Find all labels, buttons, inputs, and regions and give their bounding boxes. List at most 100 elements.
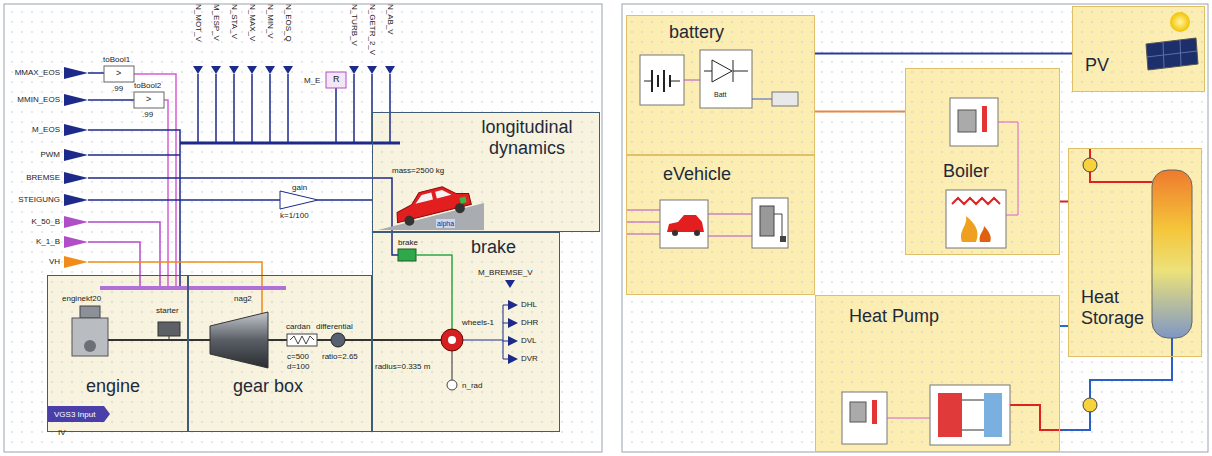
input-connector (64, 67, 88, 79)
wheel-symbol (505, 280, 515, 288)
input-connector (64, 124, 88, 136)
signal-label: radius=0.335 m (375, 362, 430, 372)
region-title: brake (471, 237, 516, 258)
evehicle-symbol (694, 230, 700, 236)
evehicle-symbol (626, 198, 788, 248)
region-title: gear box (233, 376, 303, 397)
signal-label: M_EOS (32, 125, 60, 135)
output-connector (211, 66, 221, 74)
heatpump-symbol (930, 385, 1010, 445)
signal-label: differential (316, 322, 353, 332)
wheel-symbol (508, 300, 518, 310)
signal-wire (88, 73, 400, 313)
engine-symbol (72, 306, 210, 356)
wheel-symbol (508, 336, 518, 346)
signal-label: STEIGUNG (18, 195, 60, 205)
connector-line (815, 53, 1072, 55)
engine-symbol (108, 339, 210, 341)
signal-label: k=1/100 (280, 211, 309, 221)
signal-wire (88, 242, 140, 288)
input-tab (48, 406, 110, 422)
signal-label: ratio=2.65 (322, 352, 358, 362)
region-box: Heat Storage (1068, 148, 1202, 357)
panel-ground (622, 4, 1208, 452)
signal-label: brake (398, 238, 418, 248)
evehicle-symbol (660, 200, 708, 248)
region-box: brake (372, 232, 560, 432)
vehicle-drawing (403, 215, 415, 227)
signal-label: M_ESP_V (211, 4, 221, 41)
gearbox-symbol (287, 334, 317, 346)
battery-symbol (772, 92, 798, 106)
signal-label: N_TURB_V (349, 4, 359, 46)
battery-symbol (712, 60, 732, 82)
wheel-symbol (508, 354, 518, 364)
battery-symbol (700, 50, 752, 108)
signal-label: DVR (521, 354, 538, 364)
signal-label: IV (58, 428, 66, 438)
wheel-symbol (508, 318, 518, 328)
output-connector (367, 66, 377, 74)
signal-wire (198, 74, 390, 143)
signal-label: VH (49, 257, 60, 267)
engine-bus (100, 286, 286, 290)
signal-wire (88, 72, 104, 74)
storage-tank (1062, 338, 1172, 430)
pv-symbol (1170, 12, 1190, 32)
evehicle-symbol (672, 230, 678, 236)
vehicle-drawing (378, 181, 484, 230)
battery-symbol (704, 60, 748, 82)
signal-label: nag2 (234, 294, 252, 304)
output-connector (193, 66, 203, 74)
signal-label: K_50_B (32, 217, 60, 227)
region-title: battery (669, 22, 724, 43)
boiler-symbol (961, 216, 977, 242)
logic-block (280, 191, 318, 209)
signal-wire (88, 222, 160, 288)
input-connector (64, 236, 88, 248)
signal-label: .99 (112, 84, 123, 94)
wheel-symbol (452, 351, 453, 380)
input-connector (64, 216, 88, 228)
region-box: battery (626, 15, 815, 155)
grid-dots (622, 4, 1208, 452)
battery-symbol (644, 81, 680, 82)
boiler-symbol (958, 110, 976, 132)
signal-label: d=100 (287, 362, 309, 372)
gearbox-symbol (210, 312, 268, 368)
signal-label: K_1_B (36, 237, 60, 247)
logic-block (104, 66, 134, 82)
signal-label: R (333, 74, 340, 85)
input-connector (64, 172, 88, 184)
vehicle-drawing (392, 181, 472, 223)
battery-symbol (658, 75, 670, 87)
input-connector (64, 149, 88, 161)
signal-wire (180, 142, 400, 145)
wheel-symbol (463, 305, 508, 359)
signal-wire (88, 154, 180, 156)
input-connector (64, 67, 88, 268)
signal-wire (164, 100, 168, 288)
panel-ground (4, 4, 602, 452)
heatpump-symbol (962, 400, 984, 430)
signal-label: > (146, 94, 151, 105)
signal-label: toBool1 (103, 55, 130, 65)
signal-label: > (116, 68, 121, 79)
signal-label: gain (292, 183, 307, 193)
wheel-symbol (447, 380, 457, 390)
signal-label: toBool2 (134, 81, 161, 91)
panel-ground (4, 4, 1208, 452)
region-title: longitudinal dynamics (461, 117, 593, 159)
signal-wire (88, 178, 398, 255)
signal-label: c=500 (287, 352, 309, 362)
engine-symbol (169, 336, 170, 340)
storage-tank (1062, 148, 1192, 430)
region-title: PV (1085, 55, 1109, 76)
grid-dots (4, 4, 602, 452)
battery-symbol (640, 50, 798, 108)
connector-line (1060, 201, 1068, 203)
logic-block (326, 72, 346, 88)
signal-label: cardan (286, 322, 310, 332)
